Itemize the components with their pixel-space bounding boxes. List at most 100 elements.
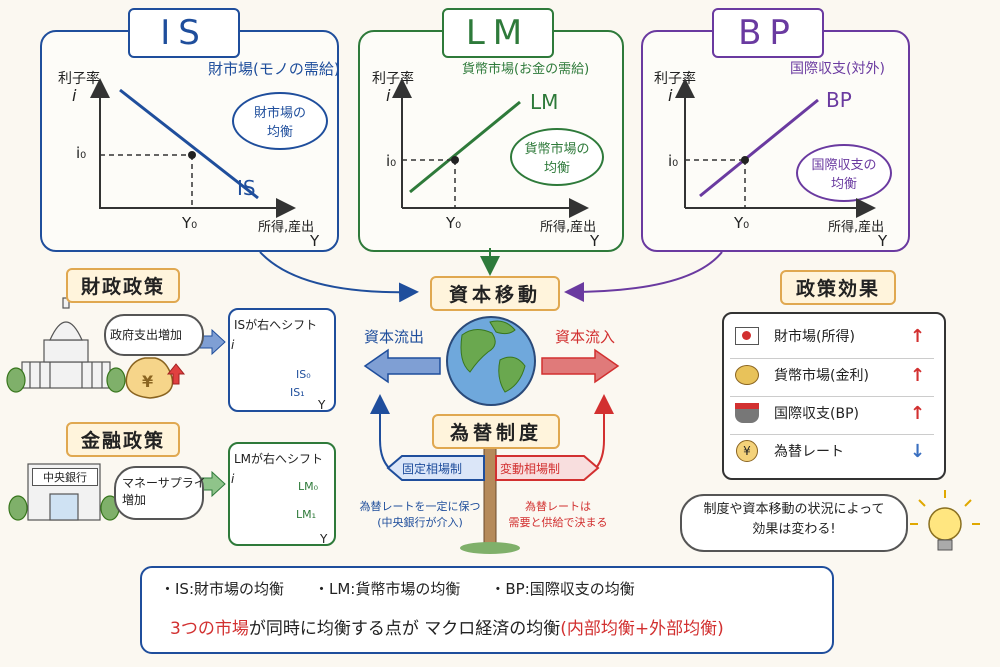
lm-equilibrium-point — [451, 156, 459, 164]
effect-row: 国際収支(BP) ↑ — [730, 396, 934, 429]
is-y0: Y₀ — [182, 214, 198, 232]
is-subtitle: 財市場(モノの需給) — [208, 60, 340, 78]
summary-macro: マクロ経済の均衡 — [424, 619, 561, 639]
fx-regime-label: 為替制度 — [432, 414, 560, 449]
summary-line1: ・IS:財市場の均衡 ・LM:貨幣市場の均衡 ・BP:国際収支の均衡 — [160, 578, 635, 599]
floating-rate-note: 為替レートは 需要と供給で決まる — [508, 500, 608, 529]
effects-note-text: 制度や資本移動の状況によって 効果は変わる! — [703, 502, 885, 537]
capitol-building-icon — [6, 297, 126, 393]
fiscal-policy-title: 財政政策 — [66, 268, 180, 303]
policy-effects-title: 政策効果 — [780, 270, 896, 305]
summary-box — [140, 566, 834, 654]
central-bank-sign: 中央銀行 — [32, 468, 98, 486]
coins-icon — [730, 365, 764, 385]
monetary-lm0: LM₀ — [298, 480, 319, 493]
is-i0: i₀ — [76, 144, 87, 162]
fiscal-i: i — [231, 338, 235, 352]
bp-cloud: 国際収支の 均衡 — [796, 144, 892, 202]
effect-row: 財市場(所得)↑ — [730, 320, 934, 352]
is-tag: IS — [128, 8, 240, 58]
floating-sign — [495, 455, 600, 481]
lm-xvar: Y — [590, 232, 600, 250]
bp-curve-label: BP — [826, 88, 852, 112]
bp-xlabel: 所得,産出 — [828, 220, 885, 235]
bp-y0: Y₀ — [734, 214, 750, 232]
effect-label: 為替レート — [774, 444, 844, 460]
summary-lm: ・LM:貨幣市場の均衡 — [314, 580, 461, 598]
bp-tag: BP — [712, 8, 824, 58]
is-ylabel: 利子率 — [58, 71, 100, 87]
summary-line2: 3つの市場が同時に均衡する点が マクロ経済の均衡(内部均衡+外部均衡) — [170, 614, 724, 639]
bp-yvar: i — [668, 86, 673, 105]
summary-internal-external: (内部均衡+外部均衡) — [560, 619, 724, 639]
summary-simultaneous: が同時に均衡する点が — [248, 619, 419, 639]
japan-flag-icon — [730, 327, 764, 345]
effect-row: ¥ 為替レート ↓ — [730, 434, 934, 467]
floating-rate-label: 変動相場制 — [500, 462, 561, 476]
summary-is: ・IS:財市場の均衡 — [160, 580, 284, 598]
monetary-lm1: LM₁ — [296, 508, 317, 521]
lm-tag: LM — [442, 8, 554, 58]
summary-three-markets: 3つの市場 — [170, 619, 249, 639]
up-arrow-icon: ↑ — [910, 364, 926, 386]
bp-xvar: Y — [878, 232, 888, 250]
fiscal-up-arrow — [166, 363, 186, 385]
effect-row: 貨幣市場(金利) ↑ — [730, 358, 934, 391]
lm-y0: Y₀ — [446, 214, 462, 232]
monetary-bubble — [114, 466, 204, 520]
effect-label: 国際収支(BP) — [774, 406, 859, 422]
is-yvar: i — [72, 86, 77, 105]
yen-coin-icon: ¥ — [730, 440, 764, 462]
up-arrow-icon: ↑ — [910, 402, 926, 424]
bp-graph — [675, 78, 876, 218]
fiscal-is1: IS₁ — [290, 386, 305, 399]
lm-graph — [392, 78, 589, 218]
monetary-shift-title: LMが右へシフト — [234, 452, 324, 466]
monetary-shift-box — [228, 442, 336, 546]
fiscal-bubble-text: 政府支出増加 — [110, 328, 183, 342]
signpost-grass — [460, 542, 520, 554]
lm-xlabel: 所得,産出 — [540, 220, 597, 235]
fiscal-shift-arrow — [199, 328, 226, 356]
outflow-arrow — [363, 348, 441, 384]
effect-label: 貨幣市場(金利) — [774, 368, 869, 384]
bp-to-capital-arrow — [564, 251, 723, 302]
capital-movement-label: 資本移動 — [430, 276, 560, 311]
fiscal-is0: IS₀ — [296, 368, 311, 381]
light-bulb-icon — [910, 490, 980, 551]
is-xlabel: 所得,産出 — [258, 220, 315, 235]
is-graph — [90, 78, 296, 218]
is-equilibrium-point — [188, 151, 196, 159]
lm-yvar: i — [386, 86, 391, 105]
down-arrow-icon: ↓ — [910, 440, 926, 462]
bp-equilibrium-point — [741, 156, 749, 164]
lm-cloud: 貨幣市場の 均衡 — [510, 128, 604, 186]
lm-curve-label: LM — [530, 90, 559, 114]
effects-note-bubble — [680, 494, 908, 552]
fixed-sign — [386, 455, 485, 481]
fixed-rate-label: 固定相場制 — [402, 462, 463, 476]
effect-label: 財市場(所得) — [774, 329, 855, 345]
is-cloud: 財市場の 均衡 — [232, 92, 328, 150]
lm-subtitle: 貨幣市場(お金の需給) — [462, 62, 590, 77]
is-to-capital-arrow — [259, 251, 419, 303]
monetary-i: i — [231, 472, 235, 486]
fiscal-y: Y — [318, 398, 326, 412]
monetary-policy-title: 金融政策 — [66, 422, 180, 457]
signpost-pole — [483, 439, 497, 549]
inflow-arrow — [541, 348, 620, 384]
fiscal-shift-box — [228, 308, 336, 412]
lm-i0: i₀ — [386, 152, 397, 170]
globe-icon — [446, 316, 536, 406]
inflow-label: 資本流入 — [555, 328, 616, 346]
bp-i0: i₀ — [668, 152, 679, 170]
summary-bp: ・BP:国際収支の均衡 — [490, 580, 635, 598]
fiscal-shift-title: ISが右へシフト — [234, 318, 318, 332]
fiscal-bubble — [104, 314, 204, 356]
fixed-rate-note: 為替レートを一定に保つ (中央銀行が介入) — [359, 500, 481, 529]
is-xvar: Y — [310, 232, 320, 250]
monetary-y: Y — [320, 532, 328, 546]
bp-subtitle: 国際収支(対外) — [790, 61, 885, 77]
money-bag-yen: ¥ — [142, 372, 154, 391]
outflow-label: 資本流出 — [364, 328, 425, 346]
